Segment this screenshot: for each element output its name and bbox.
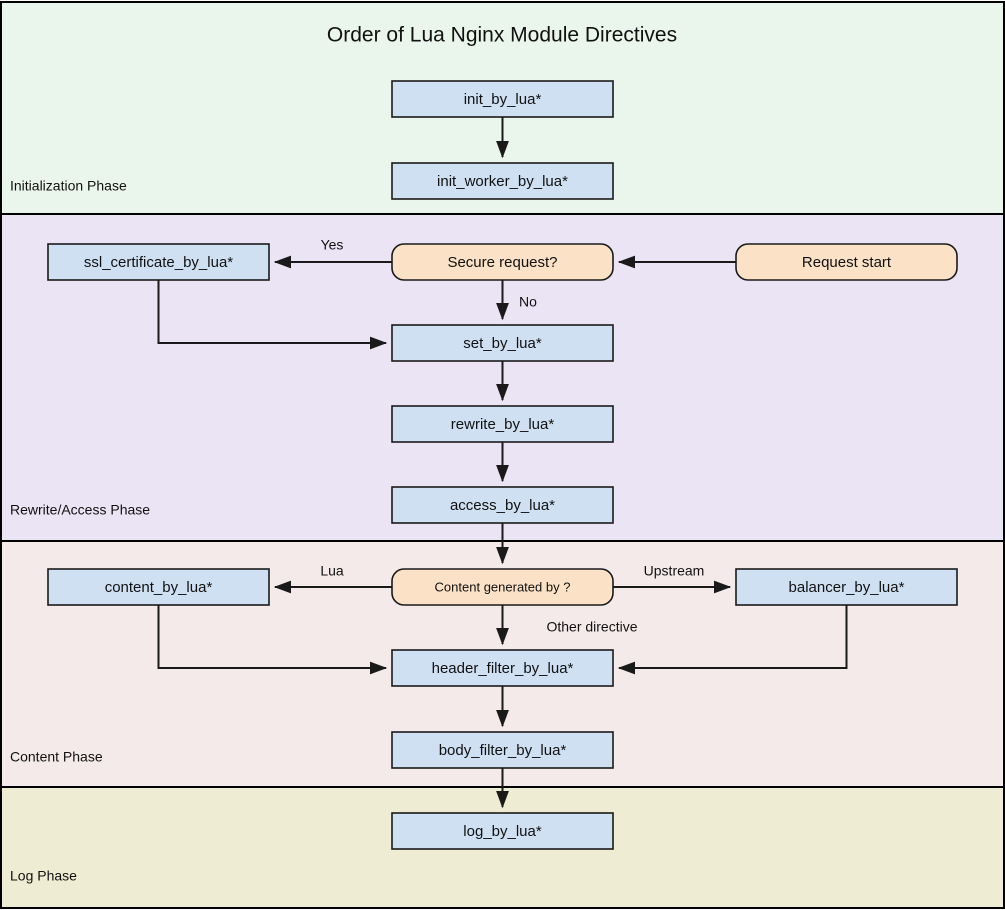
edge-label-secure-to-ssl-yes: Yes	[321, 237, 344, 253]
edge-ssl-to-set	[157, 280, 388, 350]
node-set_by_lua[interactable]: set_by_lua*	[391, 324, 614, 362]
node-shape-access_by_lua	[391, 486, 614, 524]
node-content_by_lua[interactable]: content_by_lua*	[47, 568, 270, 606]
node-label-access_by_lua: access_by_lua*	[450, 497, 555, 514]
node-label-body_filter_by_lua: body_filter_by_lua*	[439, 742, 567, 759]
node-balancer_by_lua[interactable]: balancer_by_lua*	[735, 568, 958, 606]
node-label-ssl_certificate_by_lua: ssl_certificate_by_lua*	[84, 254, 233, 271]
page-title: Order of Lua Nginx Module Directives	[327, 24, 677, 47]
edge-label-contentgen-to-headerfilter: Other directive	[546, 619, 637, 635]
node-label-content_generated_by: Content generated by ?	[435, 579, 571, 594]
node-label-content_by_lua: content_by_lua*	[105, 579, 213, 596]
edge-label-contentgen-to-content-lua: Lua	[320, 563, 344, 579]
node-ssl_certificate_by_lua[interactable]: ssl_certificate_by_lua*	[47, 243, 270, 281]
node-shape-request_start	[735, 243, 958, 281]
node-label-init_by_lua: init_by_lua*	[464, 91, 542, 108]
node-shape-content_by_lua	[47, 568, 270, 606]
node-shape-secure_request	[391, 243, 614, 281]
node-label-request_start: Request start	[802, 254, 892, 271]
node-log_by_lua[interactable]: log_by_lua*	[391, 812, 614, 850]
node-shape-init_by_lua	[391, 80, 614, 118]
node-shape-set_by_lua	[391, 324, 614, 362]
node-label-init_worker_by_lua: init_worker_by_lua*	[437, 173, 568, 190]
phase-label-log: Log Phase	[10, 868, 77, 884]
edge-label-contentgen-to-balancer-upstream: Upstream	[644, 563, 705, 579]
edge-content-lua-to-headerfilter	[157, 605, 388, 675]
node-request_start[interactable]: Request start	[735, 243, 958, 281]
node-label-log_by_lua: log_by_lua*	[463, 823, 542, 840]
node-shape-balancer_by_lua	[735, 568, 958, 606]
phase-label-rewrite-access: Rewrite/Access Phase	[10, 502, 150, 518]
node-init_worker_by_lua[interactable]: init_worker_by_lua*	[391, 162, 614, 200]
node-body_filter_by_lua[interactable]: body_filter_by_lua*	[391, 731, 614, 769]
edge-balancer-to-headerfilter	[617, 605, 848, 675]
node-init_by_lua[interactable]: init_by_lua*	[391, 80, 614, 118]
node-header_filter_by_lua[interactable]: header_filter_by_lua*	[391, 649, 614, 687]
node-content_generated_by[interactable]: Content generated by ?	[391, 568, 614, 606]
node-label-rewrite_by_lua: rewrite_by_lua*	[451, 416, 555, 433]
node-shape-ssl_certificate_by_lua	[47, 243, 270, 281]
phase-label-initialization: Initialization Phase	[10, 178, 127, 194]
node-label-header_filter_by_lua: header_filter_by_lua*	[432, 660, 574, 677]
node-label-secure_request: Secure request?	[447, 254, 557, 271]
node-label-balancer_by_lua: balancer_by_lua*	[789, 579, 905, 596]
node-shape-init_worker_by_lua	[391, 162, 614, 200]
node-shape-log_by_lua	[391, 812, 614, 850]
node-shape-body_filter_by_lua	[391, 731, 614, 769]
node-shape-rewrite_by_lua	[391, 405, 614, 443]
nodes-group: init_by_lua* init_worker_by_lua* Request s…	[47, 80, 958, 850]
node-shape-header_filter_by_lua	[391, 649, 614, 687]
node-shape-content_generated_by	[391, 568, 614, 606]
edge-label-secure-to-set-no: No	[519, 294, 537, 310]
node-label-set_by_lua: set_by_lua*	[463, 335, 542, 352]
node-access_by_lua[interactable]: access_by_lua*	[391, 486, 614, 524]
node-secure_request[interactable]: Secure request?	[391, 243, 614, 281]
node-rewrite_by_lua[interactable]: rewrite_by_lua*	[391, 405, 614, 443]
phase-label-content: Content Phase	[10, 749, 103, 765]
